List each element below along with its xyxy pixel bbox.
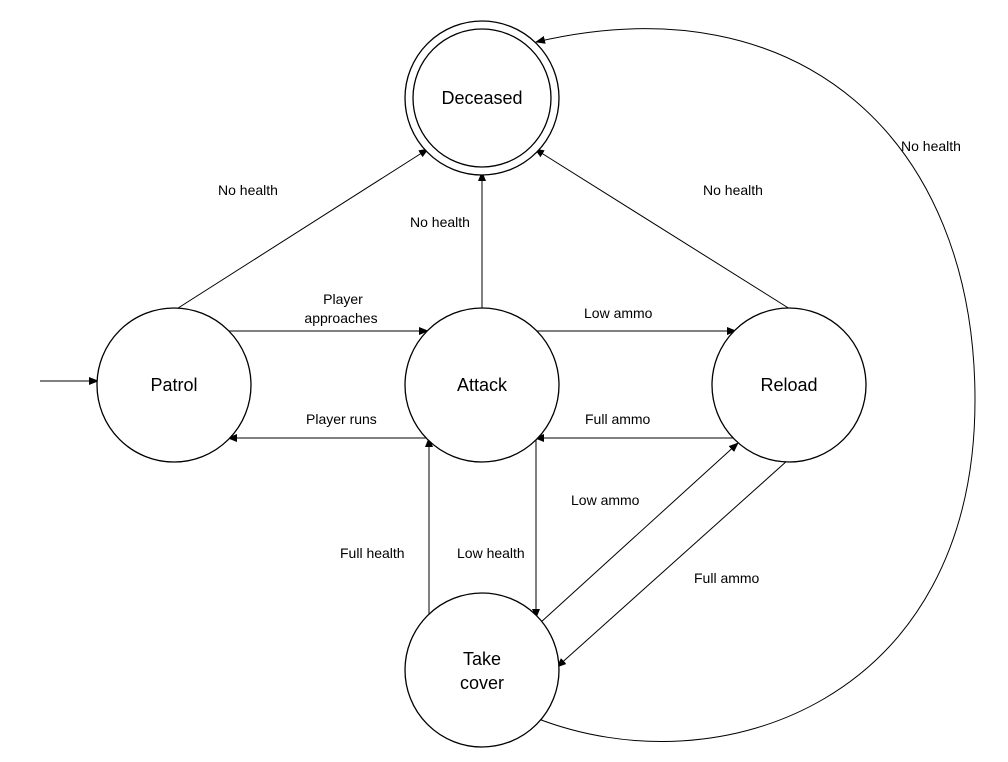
- edge-cover-to-reload: [539, 442, 739, 624]
- label-patrol-to-attack-line2: approaches: [304, 310, 377, 326]
- state-deceased-label: Deceased: [441, 88, 522, 108]
- state-patrol-label: Patrol: [150, 375, 197, 395]
- label-cover-to-deceased: No health: [901, 138, 961, 154]
- label-reload-to-cover: Full ammo: [694, 570, 760, 586]
- state-reload-label: Reload: [760, 375, 817, 395]
- edge-cover-to-deceased: [535, 28, 976, 742]
- label-cover-to-attack: Full health: [340, 545, 405, 561]
- edge-patrol-to-deceased: [174, 148, 429, 311]
- label-patrol-to-attack-line1: Player: [323, 291, 363, 307]
- label-attack-to-deceased: No health: [410, 214, 470, 230]
- label-attack-to-cover: Low health: [457, 545, 525, 561]
- label-reload-to-attack: Full ammo: [585, 411, 651, 427]
- label-reload-to-deceased: No health: [703, 182, 763, 198]
- label-attack-to-patrol: Player runs: [306, 411, 377, 427]
- state-deceased: Deceased: [404, 20, 560, 176]
- state-take-cover-label-line1: Take: [463, 649, 501, 669]
- label-cover-to-reload: Low ammo: [571, 492, 640, 508]
- state-attack-label: Attack: [457, 375, 508, 395]
- state-take-cover: Take cover: [404, 592, 560, 748]
- state-attack: Attack: [404, 307, 560, 463]
- state-reload: Reload: [711, 307, 867, 463]
- edge-reload-to-deceased: [534, 148, 791, 310]
- label-attack-to-reload: Low ammo: [584, 305, 653, 321]
- state-take-cover-label-line2: cover: [460, 673, 504, 693]
- state-patrol: Patrol: [96, 307, 252, 463]
- label-patrol-to-deceased: No health: [218, 182, 278, 198]
- edge-reload-to-cover: [556, 459, 789, 668]
